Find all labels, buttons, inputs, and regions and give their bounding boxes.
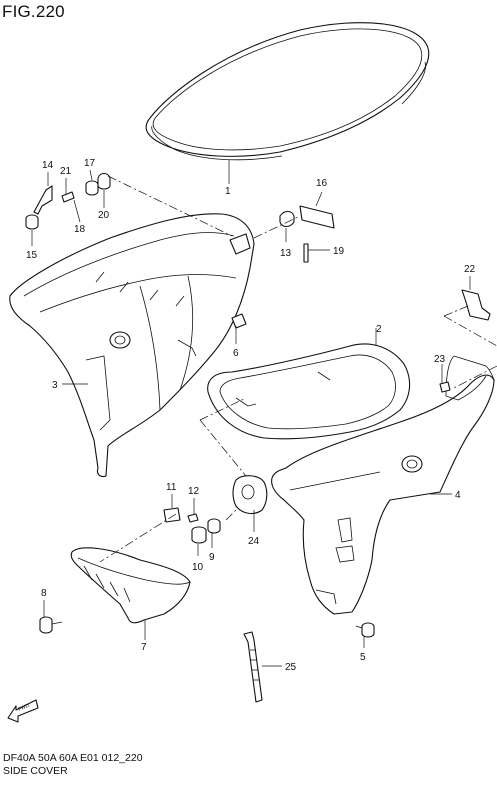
- figure-footer: DF40A 50A 60A E01 012_220 SIDE COVER: [3, 752, 143, 778]
- small-parts: [25, 172, 491, 703]
- callout-9: 9: [209, 552, 215, 563]
- callout-13: 13: [280, 248, 292, 259]
- callout-25: 25: [285, 662, 297, 673]
- right-side-cover: [271, 355, 495, 615]
- assembly-lines: [99, 175, 497, 563]
- callout-2: 2: [376, 324, 382, 335]
- callout-11: 11: [166, 482, 177, 493]
- callout-22: 22: [464, 264, 476, 275]
- callout-7: 7: [141, 642, 147, 653]
- front-direction-arrow: FWD: [7, 699, 39, 723]
- callout-18: 18: [74, 224, 86, 235]
- callout-16: 16: [316, 178, 328, 189]
- callout-8: 8: [41, 588, 47, 599]
- callout-23: 23: [434, 354, 446, 365]
- callout-24: 24: [248, 536, 260, 547]
- callout-20: 20: [98, 210, 110, 221]
- leader-lines: [31, 160, 471, 667]
- callout-21: 21: [60, 166, 72, 177]
- callout-3: 3: [52, 380, 58, 391]
- callout-6: 6: [233, 348, 239, 359]
- callout-1: 1: [225, 186, 231, 197]
- model-code: DF40A 50A 60A E01 012_220: [3, 752, 143, 764]
- figure-title: FIG.220: [2, 2, 65, 21]
- section-name: SIDE COVER: [3, 765, 68, 777]
- front-arrow-label: FWD: [17, 703, 30, 713]
- callout-14: 14: [42, 160, 54, 171]
- lower-cover: [70, 547, 191, 624]
- callout-5: 5: [360, 652, 366, 663]
- callout-10: 10: [192, 562, 204, 573]
- callout-4: 4: [455, 490, 461, 501]
- callout-17: 17: [84, 158, 96, 169]
- left-side-cover: [9, 213, 255, 478]
- rubber-seal-frame: [207, 343, 411, 440]
- callout-labels: 1 2 3 4 5 6 7 8 9 10 11 12 13 14 15 16 1…: [26, 158, 476, 673]
- callout-12: 12: [188, 486, 200, 497]
- callout-19: 19: [333, 246, 345, 257]
- callout-15: 15: [26, 250, 38, 261]
- seal-ring: [145, 22, 430, 161]
